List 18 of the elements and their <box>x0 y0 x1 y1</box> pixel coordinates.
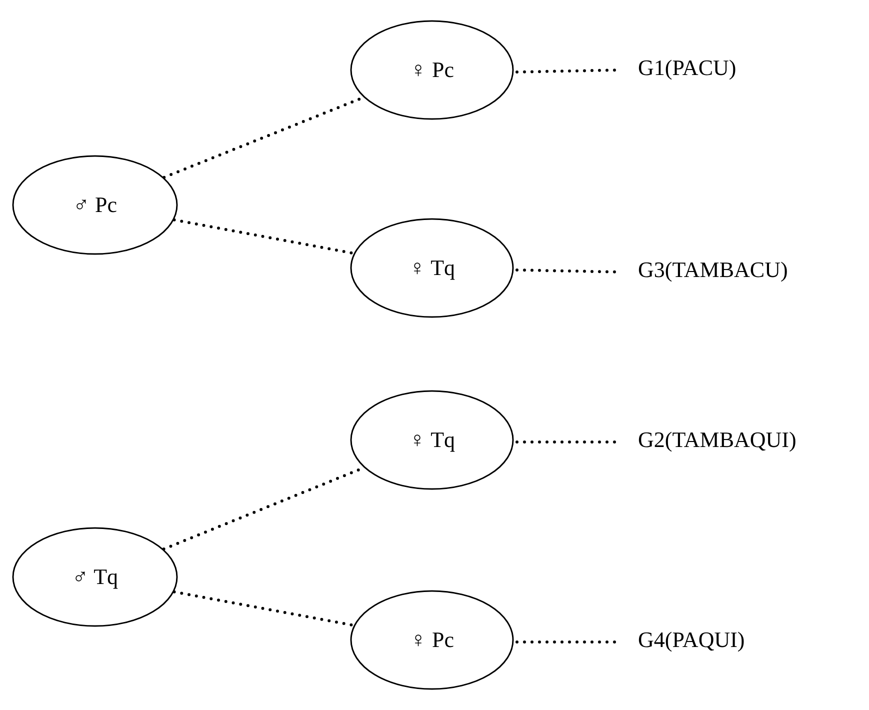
ellipse-node <box>12 155 178 255</box>
node-label: G3(TAMBACU) <box>638 257 788 283</box>
node-label: ♀ Pc <box>410 57 454 83</box>
ellipse-node <box>350 390 514 490</box>
ellipse-node <box>350 590 514 690</box>
ellipse-node <box>350 218 514 318</box>
dotted-connector <box>172 218 356 255</box>
node-label: G1(PACU) <box>638 55 736 81</box>
node-label: ♂ Pc <box>73 192 117 218</box>
ellipse-node <box>350 20 514 120</box>
ellipse-node <box>12 527 178 627</box>
node-label: ♂ Tq <box>72 564 118 590</box>
node-label: ♀ Tq <box>408 427 456 453</box>
node-label: G4(PAQUI) <box>638 627 745 653</box>
node-label: ♀ Pc <box>410 627 454 653</box>
node-label: ♀ Tq <box>408 255 456 281</box>
node-label: G2(TAMBAQUI) <box>638 427 796 453</box>
dotted-connector <box>172 590 356 627</box>
